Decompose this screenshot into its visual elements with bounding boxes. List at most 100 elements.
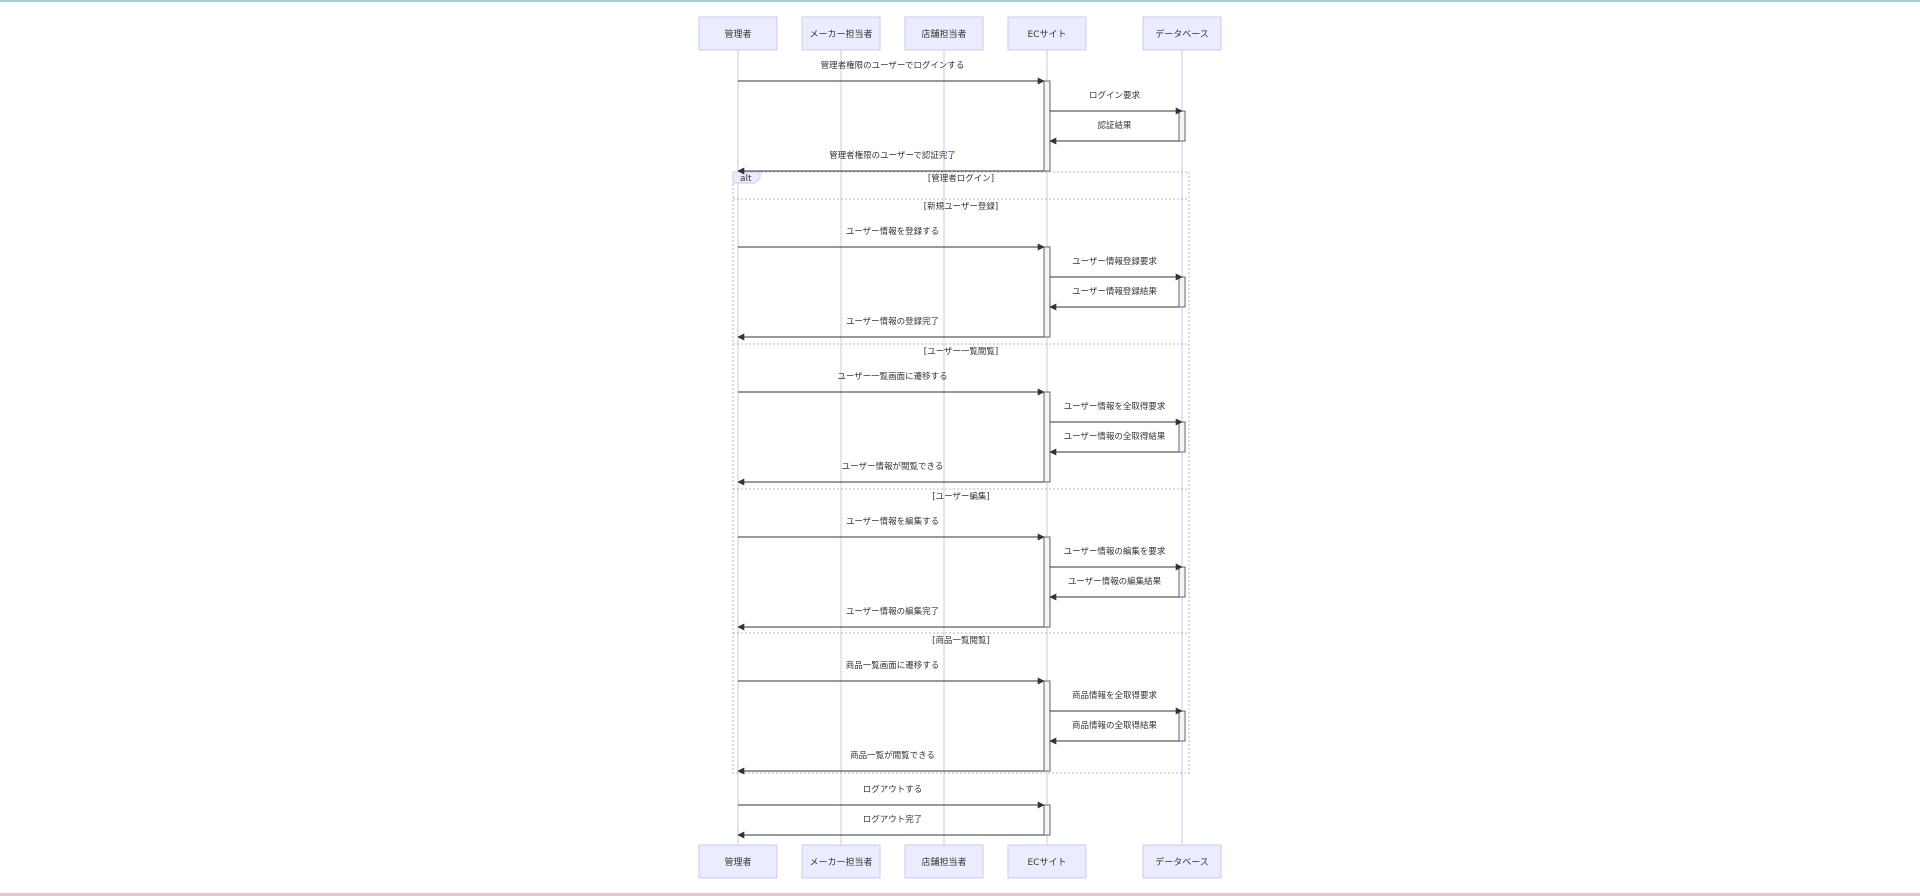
message-label: ユーザー情報を登録する [846,226,939,237]
messages: 管理者権限のユーザーでログインするログイン要求認証結果管理者権限のユーザーで認証… [737,60,1183,839]
message-label: ユーザー情報登録要求 [1072,256,1157,267]
actor-admin-bottom: 管理者 [698,844,778,879]
message: ログアウト完了 [737,814,1044,839]
message-label: ユーザー情報を全取得要求 [1064,401,1166,412]
message: ユーザー情報を登録する [738,226,1045,251]
actor-label: メーカー担当者 [809,856,872,868]
actor-store-bottom: 店舗担当者 [904,844,984,879]
actor-store-top: 店舗担当者 [904,16,984,51]
alt-section-condition: [新規ユーザー登録] [924,201,998,212]
activation-db [1178,276,1186,308]
message: ユーザー情報を編集する [738,516,1045,541]
activation-bars [1043,80,1186,836]
top-border [0,0,1920,2]
actor-box [904,844,984,879]
message-label: ユーザー一覧画面に遷移する [837,371,947,382]
message-label: ユーザー情報の登録完了 [846,316,939,327]
message-label: ログアウトする [863,784,923,795]
activation-ec [1043,680,1051,772]
message-label: 認証結果 [1097,120,1132,131]
activation-db [1178,710,1186,742]
activation-ec [1043,804,1051,836]
message: ユーザー情報の全取得結果 [1049,431,1179,456]
actor-box [1007,16,1087,51]
actor-label: メーカー担当者 [809,28,872,40]
alt-section-condition: [ユーザー編集] [932,491,989,502]
actor-label: 管理者 [724,28,751,40]
actor-label: ECサイト [1028,29,1067,40]
alt-section-condition: [ユーザー一覧閲覧] [924,346,998,357]
message: ユーザー情報の編集を要求 [1050,546,1183,571]
alt-frame-border [732,171,1190,774]
actor-maker-top: メーカー担当者 [801,16,881,51]
actor-box [1142,844,1222,879]
actor-db-top: データベース [1142,16,1222,51]
message: 管理者権限のユーザーで認証完了 [737,150,1044,175]
message-label: 管理者権限のユーザーで認証完了 [829,150,956,161]
message-label: ユーザー情報の編集結果 [1068,576,1162,587]
actor-box [1007,844,1087,879]
alt-frame: alt [管理者ログイン] [新規ユーザー登録] [ユーザー一覧閲覧] [ユーザー編集]… [732,171,1190,774]
alt-section-condition: [商品一覧閲覧] [932,635,990,646]
message: ユーザー情報が閲覧できる [737,461,1044,486]
activation-ec [1043,80,1051,172]
message-label: 管理者権限のユーザーでログインする [821,60,965,71]
message: 商品情報を全取得要求 [1050,690,1183,715]
actor-maker-bottom: メーカー担当者 [801,844,881,879]
message-label: ユーザー情報登録結果 [1072,286,1157,297]
message: ユーザー一覧画面に遷移する [738,371,1045,396]
activation-ec [1043,536,1051,628]
actor-box [904,16,984,51]
activation-db [1178,110,1186,142]
actor-label: データベース [1155,856,1209,868]
activation-ec [1043,391,1051,483]
message-label: 商品一覧画面に遷移する [846,660,940,671]
actor-box [698,16,778,51]
message: ログアウトする [738,784,1045,809]
actor-label: 店舗担当者 [921,856,966,868]
message: 認証結果 [1049,120,1179,145]
bottom-border [0,893,1920,896]
alt-frame-tab [732,171,761,184]
actors-bottom: 管理者 メーカー担当者 店舗担当者 ECサイト データベース [698,844,1222,879]
message-label: ユーザー情報の編集完了 [846,606,939,617]
activation-db [1178,421,1186,453]
message: ユーザー情報登録結果 [1049,286,1179,311]
actor-db-bottom: データベース [1142,844,1222,879]
actor-box [801,16,881,51]
actor-label: ECサイト [1028,857,1067,868]
actors-top: 管理者 メーカー担当者 店舗担当者 ECサイト データベース [698,16,1222,51]
message-label: ユーザー情報が閲覧できる [842,461,944,472]
message: ユーザー情報の登録完了 [737,316,1044,341]
actor-ec-top: ECサイト [1007,16,1087,51]
actor-admin-top: 管理者 [698,16,778,51]
actor-label: データベース [1155,28,1209,40]
alt-condition: [管理者ログイン] [928,173,994,184]
message-label: ユーザー情報の全取得結果 [1064,431,1166,442]
message-label: 商品情報の全取得結果 [1072,720,1158,731]
message-label: ログイン要求 [1089,90,1141,101]
message-label: 商品情報を全取得要求 [1072,690,1158,701]
actor-ec-bottom: ECサイト [1007,844,1087,879]
message-label: 商品一覧が閲覧できる [850,750,935,761]
alt-keyword: alt [740,174,752,184]
actor-box [801,844,881,879]
message-label: ログアウト完了 [863,814,923,825]
message: ユーザー情報を全取得要求 [1050,401,1183,426]
message: 管理者権限のユーザーでログインする [738,60,1045,85]
actor-box [1142,16,1222,51]
message: 商品一覧が閲覧できる [737,750,1044,775]
message: 商品情報の全取得結果 [1049,720,1179,745]
message: ユーザー情報の編集結果 [1049,576,1179,601]
activation-ec [1043,246,1051,338]
activation-db [1178,566,1186,598]
actor-box [698,844,778,879]
message-label: ユーザー情報を編集する [846,516,939,527]
message: 商品一覧画面に遷移する [738,660,1045,685]
message: ログイン要求 [1050,90,1183,115]
actor-label: 店舗担当者 [921,28,966,40]
message: ユーザー情報の編集完了 [737,606,1044,631]
actor-label: 管理者 [724,856,751,868]
message-label: ユーザー情報の編集を要求 [1064,546,1166,557]
